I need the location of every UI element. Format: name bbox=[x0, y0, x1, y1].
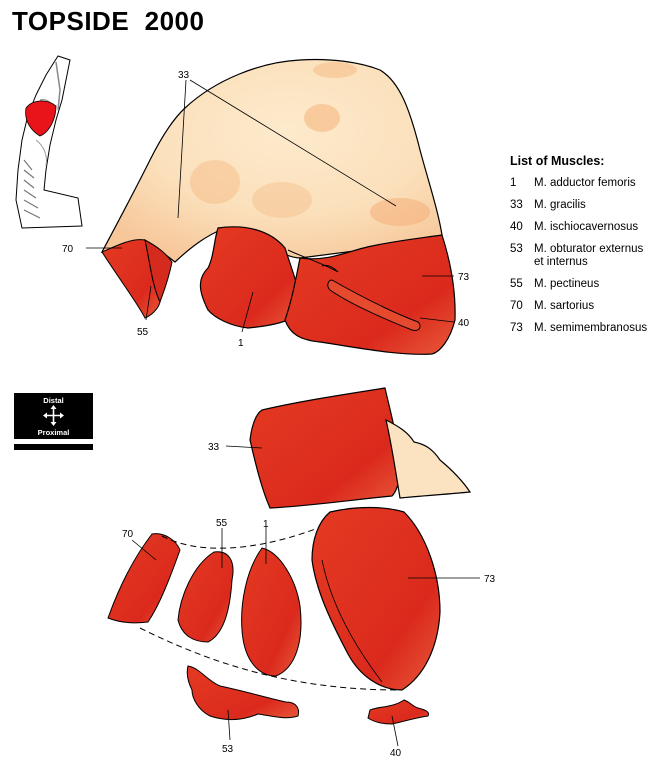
carcass-thumbnail bbox=[15, 55, 83, 229]
leader-lines-bottom bbox=[131, 445, 480, 747]
label-53-bottom: 53 bbox=[222, 744, 234, 755]
muscle-legend: List of Muscles: 1 M. adductor femoris 3… bbox=[510, 154, 650, 344]
legend-num: 70 bbox=[510, 300, 523, 312]
muscle-40-top bbox=[327, 279, 421, 331]
muscle-40-bottom bbox=[367, 699, 429, 725]
muscle-73-bottom bbox=[311, 506, 441, 691]
dashed-arcs bbox=[139, 527, 401, 691]
legend-name: M. sartorius bbox=[534, 300, 595, 312]
label-1-bottom: 1 bbox=[263, 519, 269, 530]
orientation-box: Distal Proximal bbox=[14, 393, 93, 439]
legend-num: 73 bbox=[510, 322, 523, 334]
legend-item: 70 M. sartorius bbox=[510, 300, 650, 313]
legend-num: 53 bbox=[510, 243, 523, 255]
page-title: TOPSIDE 2000 bbox=[12, 6, 205, 36]
muscle-55-bottom bbox=[177, 551, 234, 643]
label-73-top: 73 bbox=[458, 272, 470, 283]
label-70-bottom: 70 bbox=[122, 529, 134, 540]
label-70-top: 70 bbox=[62, 244, 74, 255]
legend-name: M. semimembranosus bbox=[534, 322, 648, 334]
label-40-bottom: 40 bbox=[390, 748, 402, 759]
label-55-top: 55 bbox=[137, 327, 149, 338]
legend-item: 73 M. semimembranosus bbox=[510, 322, 650, 335]
label-73-bottom: 73 bbox=[484, 574, 496, 585]
legend-name: M. gracilis bbox=[534, 199, 586, 211]
label-55-bottom: 55 bbox=[216, 518, 228, 529]
label-40-top: 40 bbox=[458, 318, 470, 329]
label-33-top: 33 bbox=[178, 70, 190, 81]
orientation-proximal-label: Proximal bbox=[37, 428, 70, 437]
legend-name: M. ischiocavernosus bbox=[534, 221, 639, 233]
legend-item: 33 M. gracilis bbox=[510, 199, 650, 212]
muscle-53-bottom bbox=[186, 665, 299, 721]
legend-num: 33 bbox=[510, 199, 523, 211]
four-way-arrow-icon bbox=[43, 405, 64, 426]
muscle-33-bottom bbox=[249, 387, 403, 509]
muscle-1-bottom bbox=[241, 547, 302, 677]
fat-piece-bottom bbox=[385, 418, 472, 499]
muscle-1-top bbox=[199, 226, 303, 329]
legend-item: 1 M. adductor femoris bbox=[510, 177, 650, 190]
legend-num: 1 bbox=[510, 177, 517, 189]
muscle-70-bottom bbox=[107, 533, 181, 624]
legend-item: 53 M. obturator externus et internus bbox=[510, 243, 650, 269]
legend-name: M. adductor femoris bbox=[534, 177, 636, 189]
orientation-distal-label: Distal bbox=[43, 396, 64, 405]
legend-item: 55 M. pectineus bbox=[510, 278, 650, 291]
muscle-55-top bbox=[144, 239, 173, 304]
legend-name: M. obturator externus et internus bbox=[534, 243, 644, 268]
label-33-bottom: 33 bbox=[208, 442, 220, 453]
orientation-bar bbox=[14, 444, 93, 450]
legend-name: M. pectineus bbox=[534, 278, 600, 290]
fat-cover-top bbox=[100, 58, 443, 263]
label-1-top: 1 bbox=[238, 338, 244, 349]
legend-title: List of Muscles: bbox=[510, 154, 605, 168]
legend-num: 55 bbox=[510, 278, 523, 290]
leader-lines-top bbox=[86, 79, 455, 333]
legend-num: 40 bbox=[510, 221, 523, 233]
legend-item: 40 M. ischiocavernosus bbox=[510, 221, 650, 234]
